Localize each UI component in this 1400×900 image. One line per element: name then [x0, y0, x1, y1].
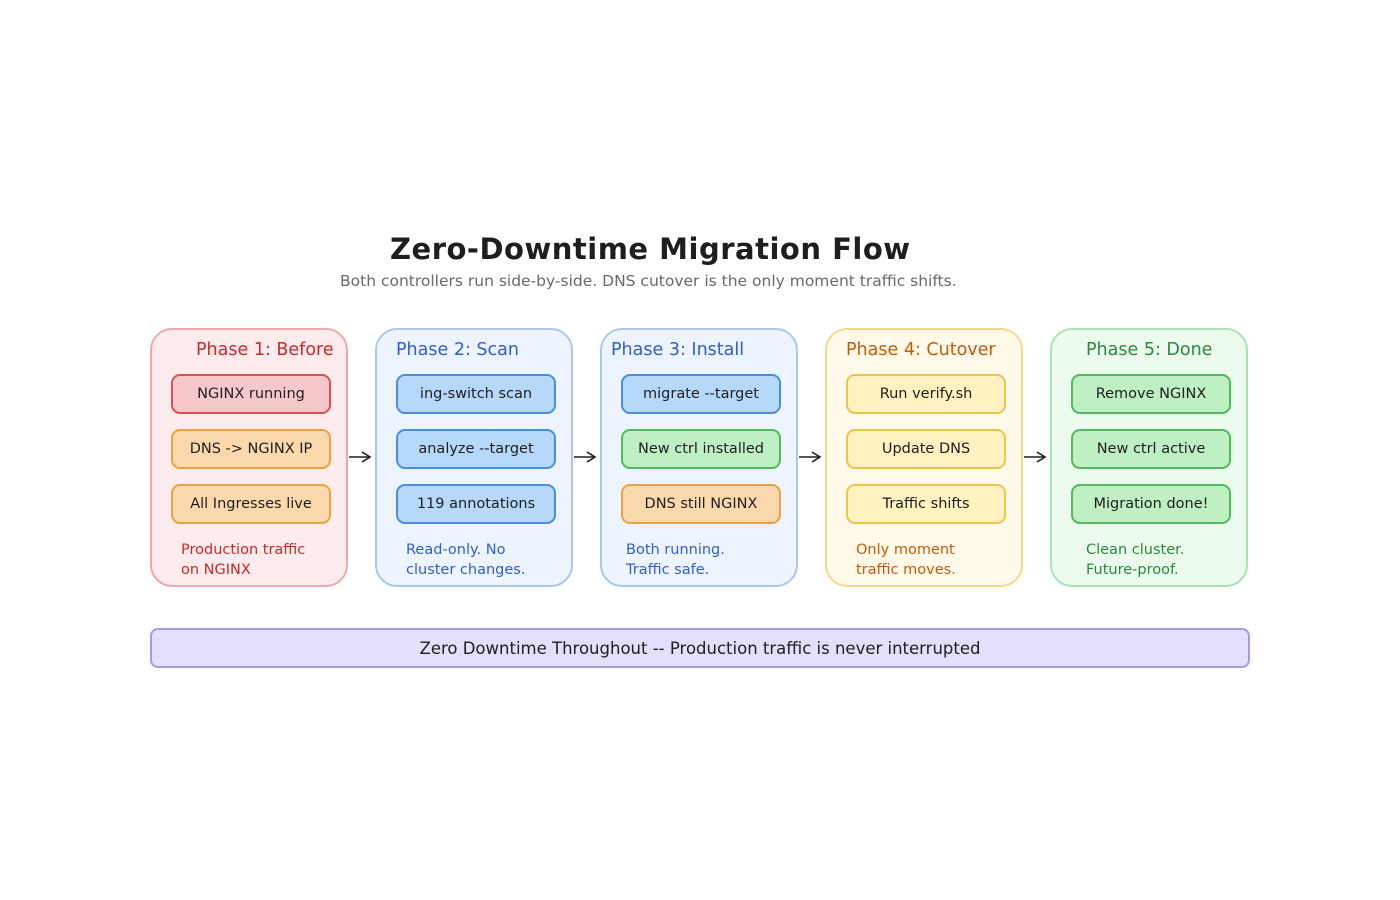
- arrow-right-icon: [799, 451, 822, 463]
- phase-5-step-2[interactable]: New ctrl active: [1071, 429, 1231, 469]
- phase-3-step-1[interactable]: migrate --target: [621, 374, 781, 414]
- arrow-right-icon: [349, 451, 372, 463]
- diagram-title: Zero-Downtime Migration Flow: [390, 232, 911, 266]
- phase-3-note: Both running. Traffic safe.: [626, 542, 725, 578]
- phase-5-step-1[interactable]: Remove NGINX: [1071, 374, 1231, 414]
- phase-2-step-3[interactable]: 119 annotations: [396, 484, 556, 524]
- phase-5-note: Clean cluster. Future-proof.: [1086, 542, 1185, 578]
- phase-4-step-3[interactable]: Traffic shifts: [846, 484, 1006, 524]
- arrow-right-icon: [574, 451, 597, 463]
- phase-2-step-2[interactable]: analyze --target: [396, 429, 556, 469]
- phase-4-note: Only moment traffic moves.: [856, 542, 956, 578]
- phase-2-container: Phase 2: Scan ing-switch scan analyze --…: [375, 328, 573, 587]
- phase-1-step-1[interactable]: NGINX running: [171, 374, 331, 414]
- phase-1-step-3[interactable]: All Ingresses live: [171, 484, 331, 524]
- phase-4-step-2[interactable]: Update DNS: [846, 429, 1006, 469]
- arrow-right-icon: [1024, 451, 1047, 463]
- phase-1-container: Phase 1: Before NGINX running DNS -> NGI…: [150, 328, 348, 587]
- phase-1-note: Production traffic on NGINX: [181, 542, 306, 578]
- phase-5-container: Phase 5: Done Remove NGINX New ctrl acti…: [1050, 328, 1248, 587]
- phase-3-container: Phase 3: Install migrate --target New ct…: [600, 328, 798, 587]
- phase-2-title: Phase 2: Scan: [396, 340, 519, 360]
- phase-1-title: Phase 1: Before: [196, 340, 334, 360]
- diagram-subtitle: Both controllers run side-by-side. DNS c…: [340, 272, 957, 290]
- phase-5-step-3[interactable]: Migration done!: [1071, 484, 1231, 524]
- phase-4-container: Phase 4: Cutover Run verify.sh Update DN…: [825, 328, 1023, 587]
- phase-5-title: Phase 5: Done: [1086, 340, 1213, 360]
- phase-2-step-1[interactable]: ing-switch scan: [396, 374, 556, 414]
- phase-4-step-1[interactable]: Run verify.sh: [846, 374, 1006, 414]
- phase-3-title: Phase 3: Install: [611, 340, 745, 360]
- phase-3-step-2[interactable]: New ctrl installed: [621, 429, 781, 469]
- phase-4-title: Phase 4: Cutover: [846, 340, 996, 360]
- phase-1-step-2[interactable]: DNS -> NGINX IP: [171, 429, 331, 469]
- phase-2-note: Read-only. No cluster changes.: [406, 542, 526, 578]
- zero-downtime-banner: Zero Downtime Throughout -- Production t…: [150, 628, 1250, 668]
- phase-3-step-3[interactable]: DNS still NGINX: [621, 484, 781, 524]
